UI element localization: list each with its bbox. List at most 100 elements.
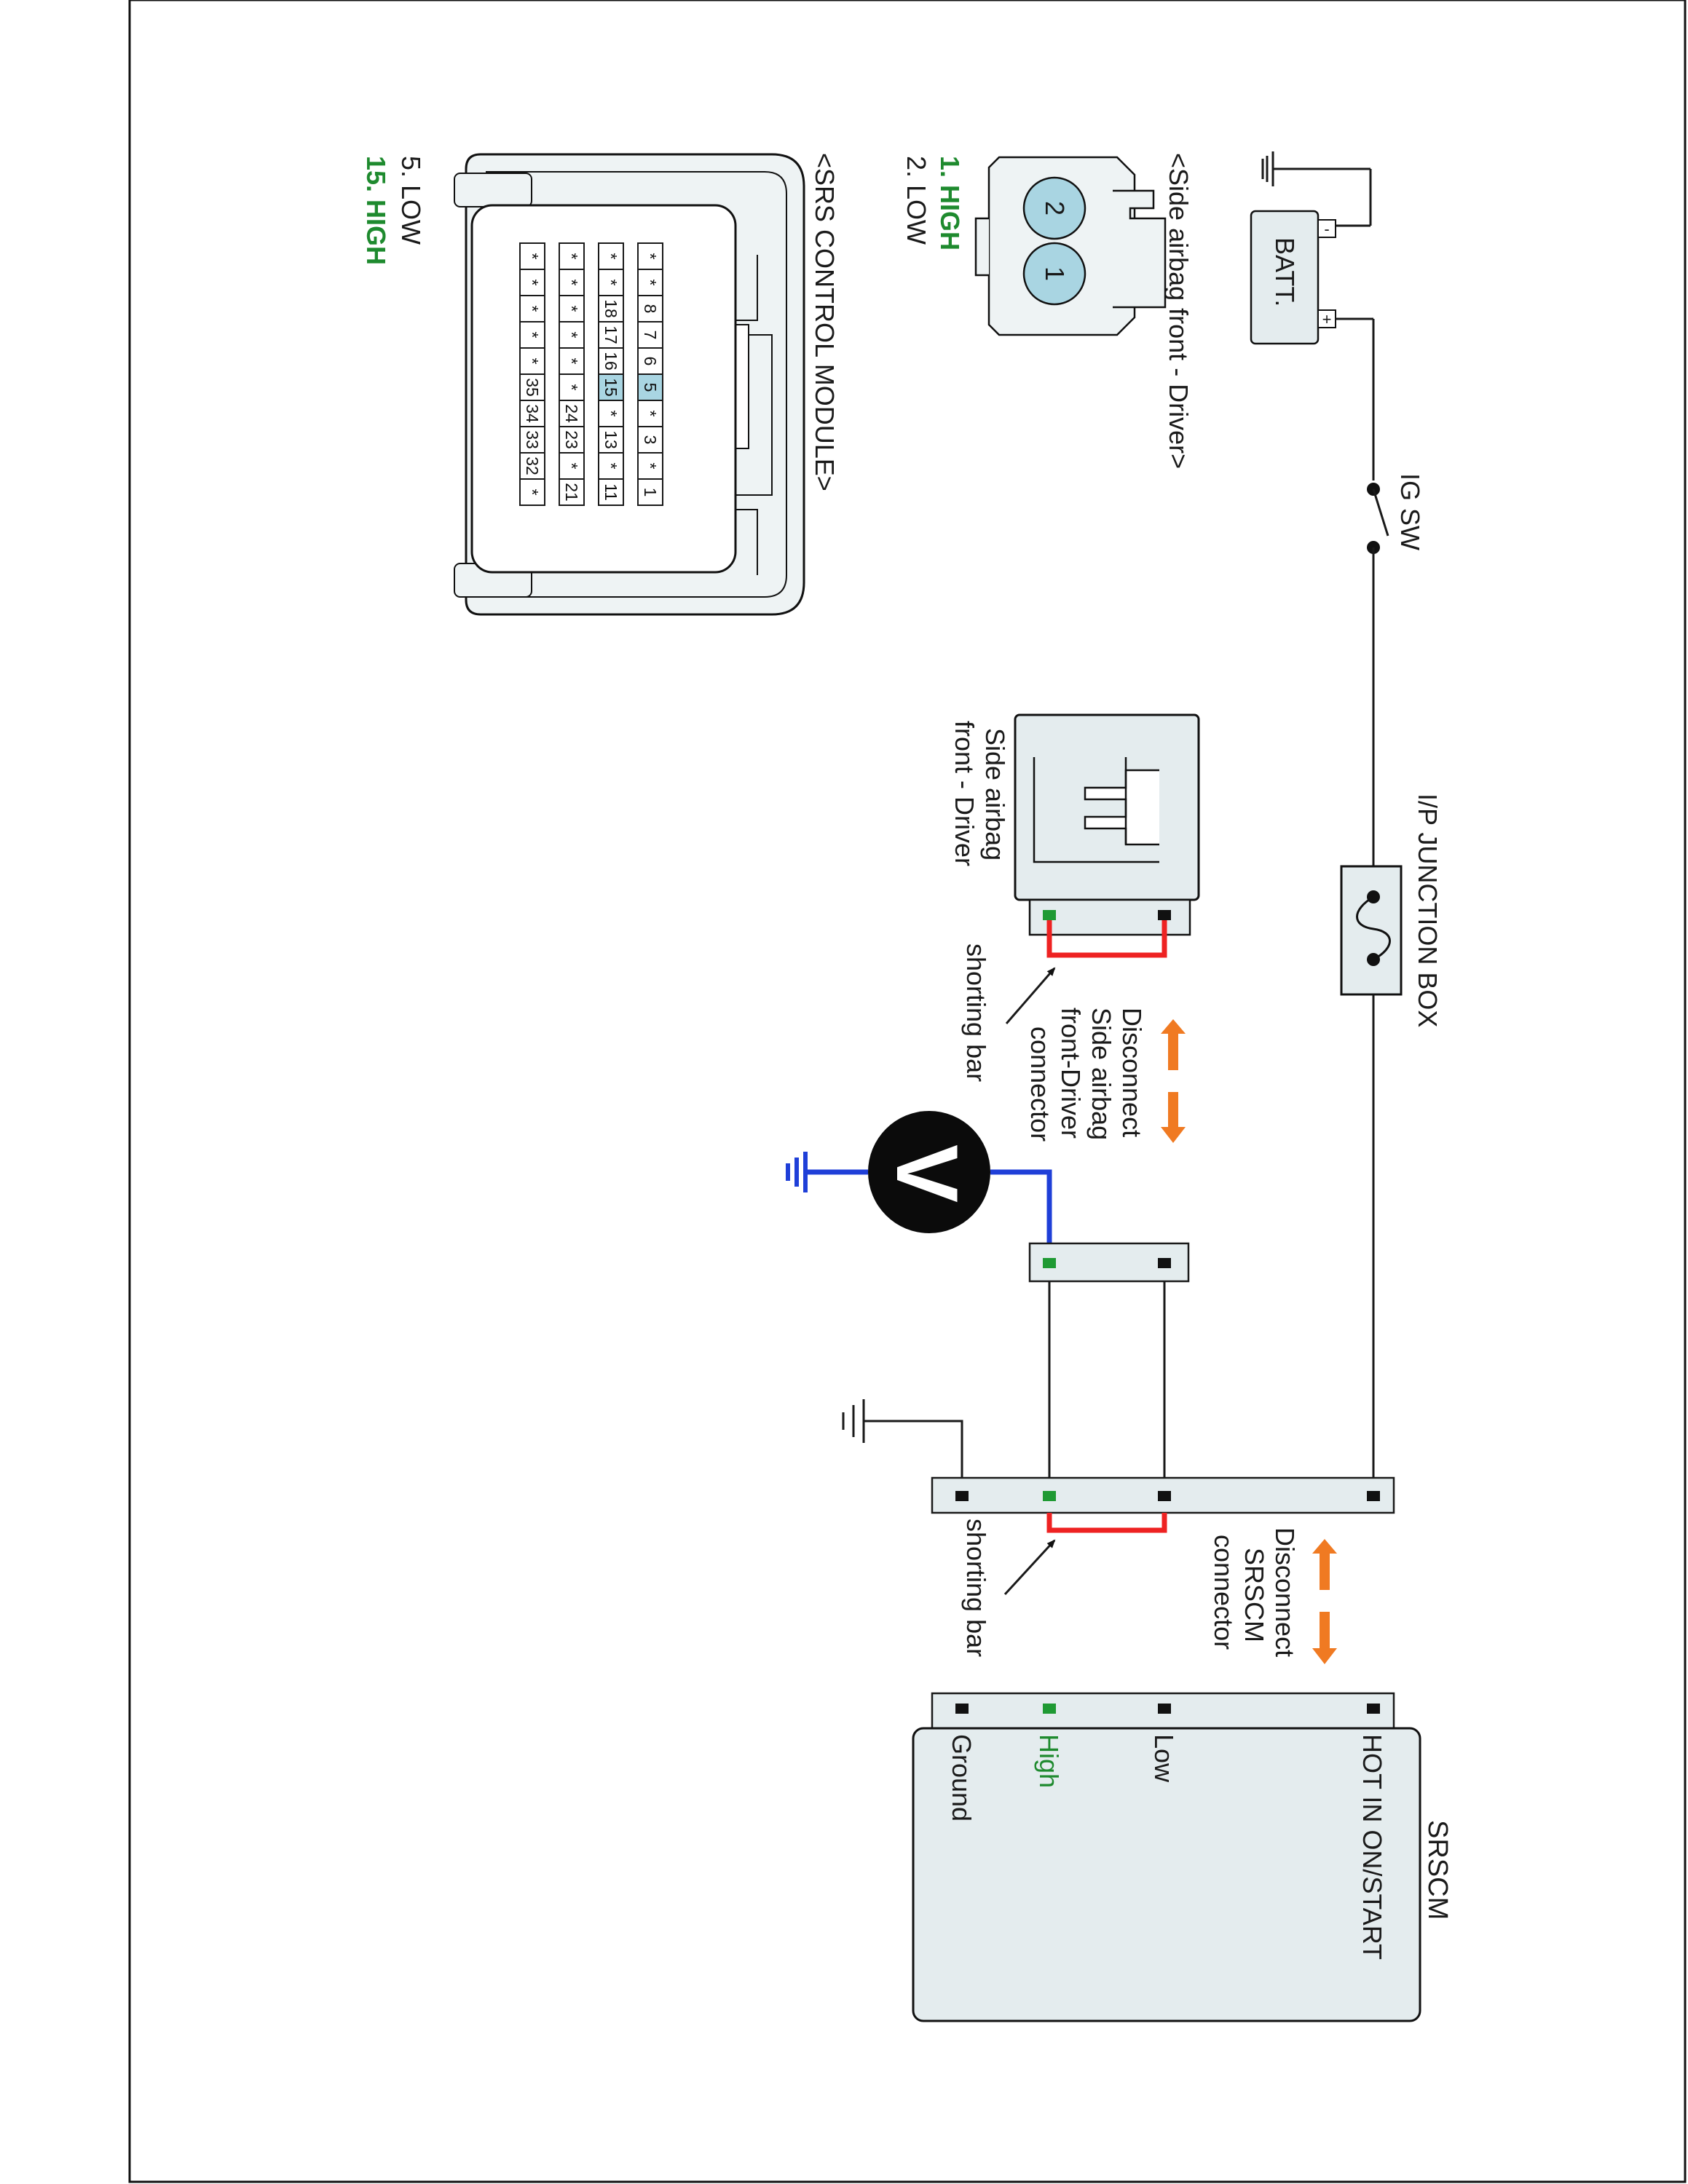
srscm-harness-connector: [931, 1476, 1395, 1514]
disconnect-srscm-line1: Disconnect: [1270, 1527, 1300, 1657]
shorting-bar-label-1: shorting bar: [961, 943, 991, 1082]
srs-module-view-title: <SRS CONTROL MODULE>: [810, 153, 840, 491]
side-airbag-label-1: Side airbag: [980, 728, 1010, 860]
battery: - + BATT.: [1250, 210, 1336, 345]
srs-pin-cell: [637, 295, 663, 323]
voltmeter-symbol: V: [878, 1144, 976, 1203]
srs-pin-label: *: [562, 463, 581, 470]
side-airbag-pin-2-label: 2: [1040, 201, 1070, 215]
srs-pin-cell: [519, 321, 545, 349]
side-airbag-connector-view: <Side airbag front - Driver> 2 1 1. HIGH…: [902, 153, 1194, 469]
side-airbag-pinout-high: 1. HIGH: [935, 156, 965, 250]
srs-pin-cell: [637, 269, 663, 296]
srs-pin-label: *: [523, 332, 542, 339]
srs-pin-label: 11: [602, 483, 620, 501]
srs-pin-label: 17: [602, 325, 620, 344]
meter-leads: [786, 1152, 1052, 1265]
srs-pin-cell: [598, 478, 624, 506]
srs-pin-cell: [519, 426, 545, 454]
srs-pin-cell: [559, 295, 585, 323]
srs-pin-label: *: [641, 280, 660, 286]
srs-pin-cell: [519, 242, 545, 270]
srs-pin-label: *: [523, 253, 542, 260]
side-airbag-pin-1-label: 1: [1040, 266, 1070, 281]
battery-label: BATT.: [1270, 237, 1300, 306]
srs-pin-cell: [637, 400, 663, 427]
srscm-title: SRSCM: [1422, 1820, 1453, 1920]
srscm-terminal-low: Low: [1149, 1734, 1179, 1783]
srs-pin-label: 32: [523, 456, 542, 475]
srs-pin-cell: [559, 478, 585, 506]
srs-pin-label: 24: [562, 404, 581, 423]
srs-pin-cell: [519, 478, 545, 506]
side-airbag-component: Side airbag front - Driver: [950, 713, 1200, 936]
srs-module-view: <SRS CONTROL MODULE> **8765*3*1**1817161…: [361, 153, 840, 616]
srs-pinout-high: 15. HIGH: [361, 156, 391, 265]
battery-pos-label: +: [1322, 310, 1332, 328]
srs-pin-cell: [598, 321, 624, 349]
ignition-switch: IG SW: [1367, 473, 1425, 554]
srscm-terminal-hot: HOT IN ON/START: [1357, 1734, 1387, 1960]
srs-pin-label: 13: [602, 430, 620, 449]
srs-pin-cell: [559, 269, 585, 296]
srs-pin-label: *: [562, 280, 581, 286]
srscm-module: SRSCM HOT IN ON/START Low High Ground: [912, 1692, 1453, 2022]
srs-pin-cell: [519, 347, 545, 375]
srs-pin-label: 5: [641, 383, 660, 392]
side-airbag-pin-1: [1022, 242, 1086, 306]
srs-pin-label: 33: [523, 430, 542, 449]
srs-pin-label: 8: [641, 304, 660, 314]
srs-pin-label: 18: [602, 299, 620, 318]
shorting-bar-label-2: shorting bar: [961, 1519, 991, 1657]
side-airbag-shorting-bar: [1046, 920, 1167, 958]
srs-pin-cell: [637, 373, 663, 401]
srs-pin-label: 16: [602, 352, 620, 371]
disconnect-side-line1: Disconnect: [1117, 1008, 1147, 1137]
side-airbag-view-title: <Side airbag front - Driver>: [1164, 153, 1194, 469]
srs-pin-label: *: [562, 253, 581, 260]
junction-box-label: I/P JUNCTION BOX: [1413, 794, 1443, 1027]
srs-pin-label: *: [602, 411, 620, 417]
srs-pin-label: 15: [602, 378, 620, 397]
srs-pin-label: 7: [641, 331, 660, 340]
srs-pin-cell: [637, 321, 663, 349]
srs-pin-label: *: [602, 280, 620, 286]
srs-pin-cell: [519, 373, 545, 401]
inline-connector: [1028, 1242, 1190, 1283]
srs-pin-label: *: [602, 253, 620, 260]
srs-pin-label: *: [562, 384, 581, 391]
srs-pin-label: *: [602, 463, 620, 470]
ignition-label: IG SW: [1395, 473, 1425, 550]
battery-ground-icon: [1261, 151, 1274, 186]
shorting-bar-pointer-2: [1003, 1539, 1056, 1596]
srs-pin-label: *: [562, 358, 581, 365]
junction-box-fuse: I/P JUNCTION BOX: [1340, 794, 1443, 1027]
page-frame: [128, 0, 1687, 2183]
srs-pin-grid: **8765*3*1**18171615*13*11******2423*21*…: [519, 242, 663, 506]
srs-pin-label: *: [523, 358, 542, 365]
srs-pin-label: *: [641, 463, 660, 470]
srs-pin-cell: [598, 426, 624, 454]
srs-pin-cell: [519, 295, 545, 323]
srs-pin-label: *: [523, 489, 542, 496]
srs-pin-cell: [637, 242, 663, 270]
srs-pin-label: *: [562, 306, 581, 312]
side-airbag-pin-2: [1022, 176, 1086, 240]
srs-pin-label: 34: [523, 404, 542, 423]
srs-pin-cell: [637, 426, 663, 454]
srscm-shorting-bar: [1046, 1513, 1167, 1533]
disconnect-side-line3: front-Driver: [1056, 1008, 1086, 1139]
srs-pin-label: *: [523, 306, 542, 312]
srs-pin-cell: [598, 400, 624, 427]
disconnect-side-airbag-note: Disconnect Side airbag front-Driver conn…: [1025, 1008, 1186, 1143]
srs-pin-cell: [598, 242, 624, 270]
shorting-bar-pointer-1: [1005, 967, 1056, 1024]
srs-pin-label: *: [641, 253, 660, 260]
srscm-ground-lead: [842, 1399, 963, 1478]
srs-pin-label: 3: [641, 435, 660, 445]
srs-pin-label: 23: [562, 430, 581, 449]
srs-pin-cell: [559, 373, 585, 401]
srs-pin-label: 35: [523, 378, 542, 397]
srs-pin-label: *: [523, 280, 542, 286]
